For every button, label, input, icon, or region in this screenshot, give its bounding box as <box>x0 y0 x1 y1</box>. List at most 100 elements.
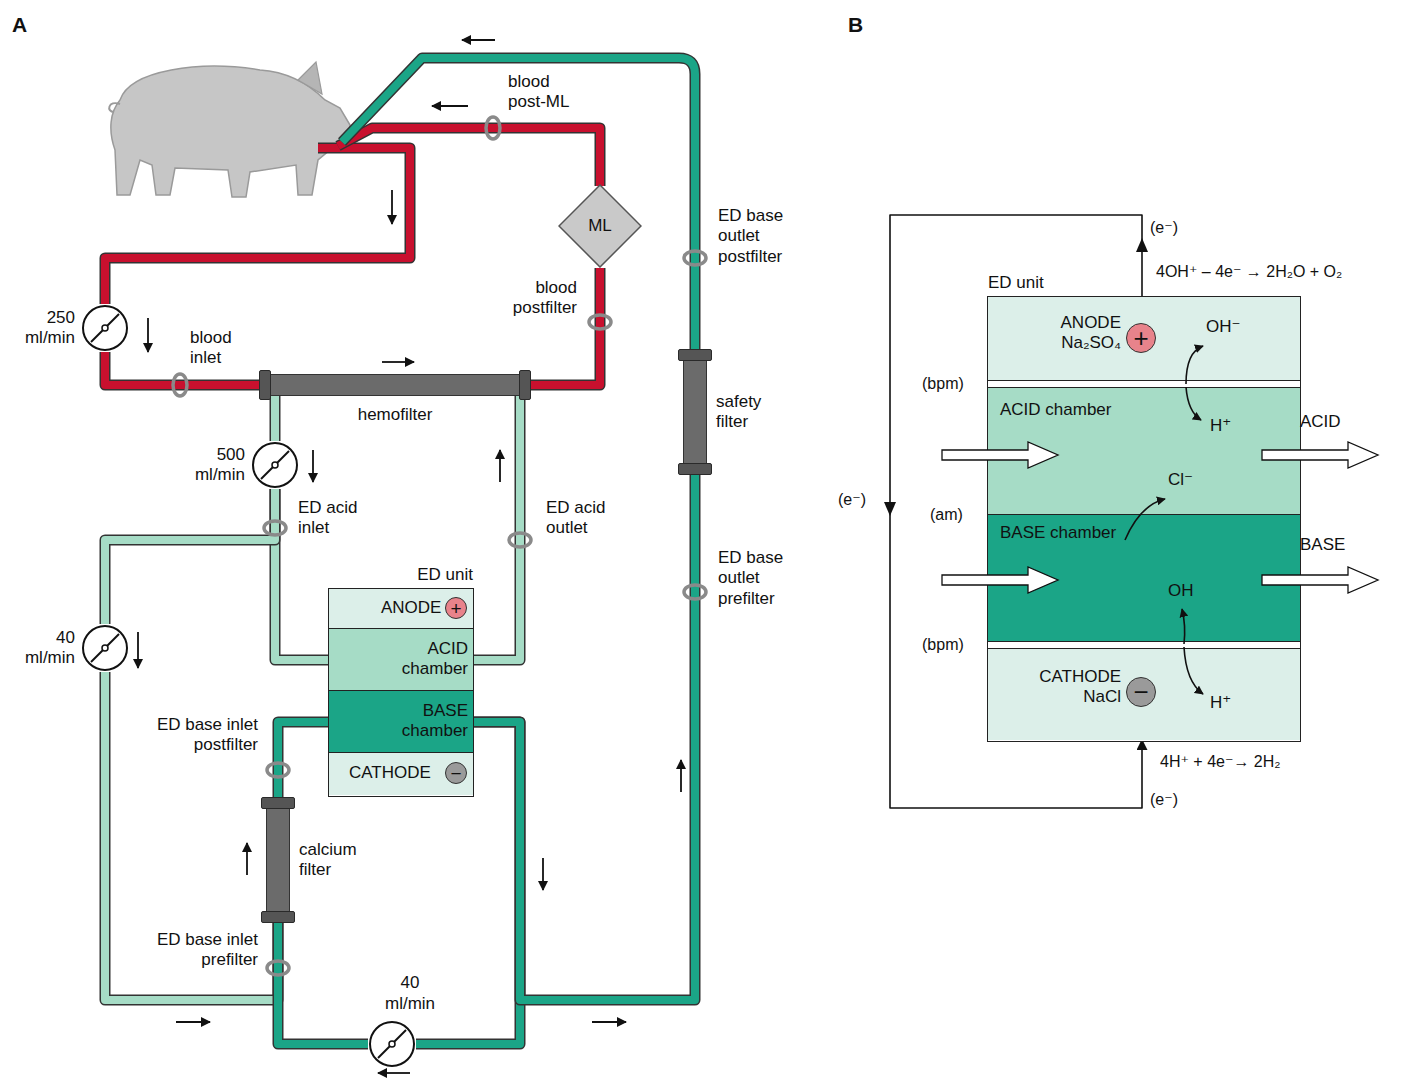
flow-arrow <box>542 858 544 890</box>
outlet-label: BASE <box>1300 535 1345 555</box>
diamond-shape <box>559 185 641 267</box>
tube-outline <box>105 352 262 385</box>
filter-cap <box>519 370 531 400</box>
blood-tubing <box>338 128 600 186</box>
node-text: 40 ml/min <box>19 628 75 669</box>
ion-arrow <box>1125 499 1165 540</box>
tube-fill <box>473 472 695 1000</box>
tube-fill <box>105 489 275 624</box>
tube-outline <box>278 722 329 800</box>
flow-arrow <box>432 105 468 107</box>
sensor-ring <box>684 251 706 265</box>
tube-outline <box>473 472 695 1000</box>
tube-fill <box>278 722 329 800</box>
pump-rotor <box>91 634 119 662</box>
tube-outline <box>270 396 281 441</box>
tube-fill <box>278 920 368 1044</box>
cathode-chamber: CATHODE NaCl−H⁺ <box>988 648 1300 740</box>
sensor-ring <box>684 585 706 599</box>
calcium-filter: calcium filter <box>266 800 290 920</box>
base-chamber: BASE chamber <box>329 691 473 753</box>
node-text: CATHODE NaCl <box>1026 667 1121 708</box>
tubing <box>473 472 695 1000</box>
node-text: H⁺ <box>1210 416 1231 436</box>
flow-arrow <box>176 1021 210 1023</box>
filter-cap <box>261 911 295 923</box>
tube-outline <box>338 128 600 186</box>
safety-filter: safety filter <box>683 352 707 472</box>
flow-arrow <box>378 1072 410 1074</box>
node-text: hemofilter <box>358 405 433 425</box>
tube-outline <box>473 396 520 660</box>
pump: 250 ml/min <box>81 304 129 352</box>
flow-arrow <box>462 39 495 41</box>
tubing <box>473 396 520 660</box>
pump-body <box>83 306 127 350</box>
electrode-sign: + <box>1126 323 1156 353</box>
hemofilter: hemofilter <box>262 374 528 396</box>
sensor-label: blood post-ML <box>508 72 580 113</box>
tubing <box>105 672 278 1000</box>
sensor-label: ED base inlet postfilter <box>148 715 258 756</box>
electrode-sign: + <box>445 597 467 619</box>
node-text: ED unit <box>417 565 473 585</box>
tube-outline <box>105 148 410 304</box>
node-text: safety filter <box>716 392 776 433</box>
ed-unit: ANODE Na₂SO₄+OH⁻ACID chamberH⁺Cl⁻BASE ch… <box>987 296 1301 742</box>
ed-unit: ANODE+ACID chamberBASE chamberCATHODE−ED… <box>328 588 474 797</box>
node-text: ANODE Na₂SO₄ <box>1046 313 1121 354</box>
pig-tail <box>109 103 120 112</box>
ion-arrow <box>1186 346 1203 384</box>
flow-arrow <box>312 450 314 482</box>
pump-symbol <box>81 624 129 672</box>
sensor-label: ED acid inlet <box>298 498 370 539</box>
node-text: calcium filter <box>299 840 369 881</box>
sensor-ring <box>267 763 289 777</box>
stream-arrow <box>1262 442 1378 468</box>
electron-label: (e⁻) <box>838 490 866 509</box>
electron-label: (e⁻) <box>1150 218 1178 237</box>
flow-arrow <box>382 361 414 363</box>
pig-ear <box>298 62 322 94</box>
pump-rotor <box>261 451 289 479</box>
pump-rotor <box>91 314 119 342</box>
pump-hub <box>102 645 108 651</box>
pump-body <box>83 626 127 670</box>
anode-chamber: ANODE Na₂SO₄+ OH⁻ <box>988 297 1300 381</box>
node-text: ED unit <box>988 273 1044 293</box>
membrane-label: (am) <box>930 505 963 524</box>
pump-body <box>253 443 297 487</box>
electrode-sign: − <box>1126 677 1156 707</box>
node-text: BASE chamber <box>1000 523 1116 543</box>
node-text: OH⁻ <box>1206 317 1240 337</box>
pump-hub <box>389 1041 395 1047</box>
pump-symbol <box>368 1020 416 1068</box>
ion-arrow <box>1182 609 1185 644</box>
node-text: ANODE <box>381 598 441 618</box>
filter-cap <box>261 797 295 809</box>
sensor-ring <box>173 374 187 396</box>
tubing <box>278 920 368 1044</box>
sensor-label: blood postfilter <box>497 278 577 319</box>
tube-outline <box>342 58 695 352</box>
sensor-ring <box>264 521 286 535</box>
sensor-ring <box>267 961 289 975</box>
panel-letter: A <box>12 12 27 37</box>
sensor-label: blood inlet <box>190 328 240 369</box>
node-text: 500 ml/min <box>189 445 245 486</box>
flow-arrow <box>137 632 139 668</box>
tubing <box>278 722 329 800</box>
flow-arrow <box>246 843 248 875</box>
acid-chamber: ACID chamber <box>329 629 473 691</box>
blood-tubing <box>105 148 410 304</box>
electron-label: (e⁻) <box>1150 790 1178 809</box>
base-tubing <box>342 58 695 352</box>
cathode-chamber: CATHODE− <box>329 753 473 795</box>
flow-arrow <box>592 1021 626 1023</box>
electrode-sign: − <box>445 762 467 784</box>
tube-fill <box>105 672 278 1000</box>
node-text: OH <box>1168 581 1194 601</box>
tube-fill <box>105 148 410 304</box>
